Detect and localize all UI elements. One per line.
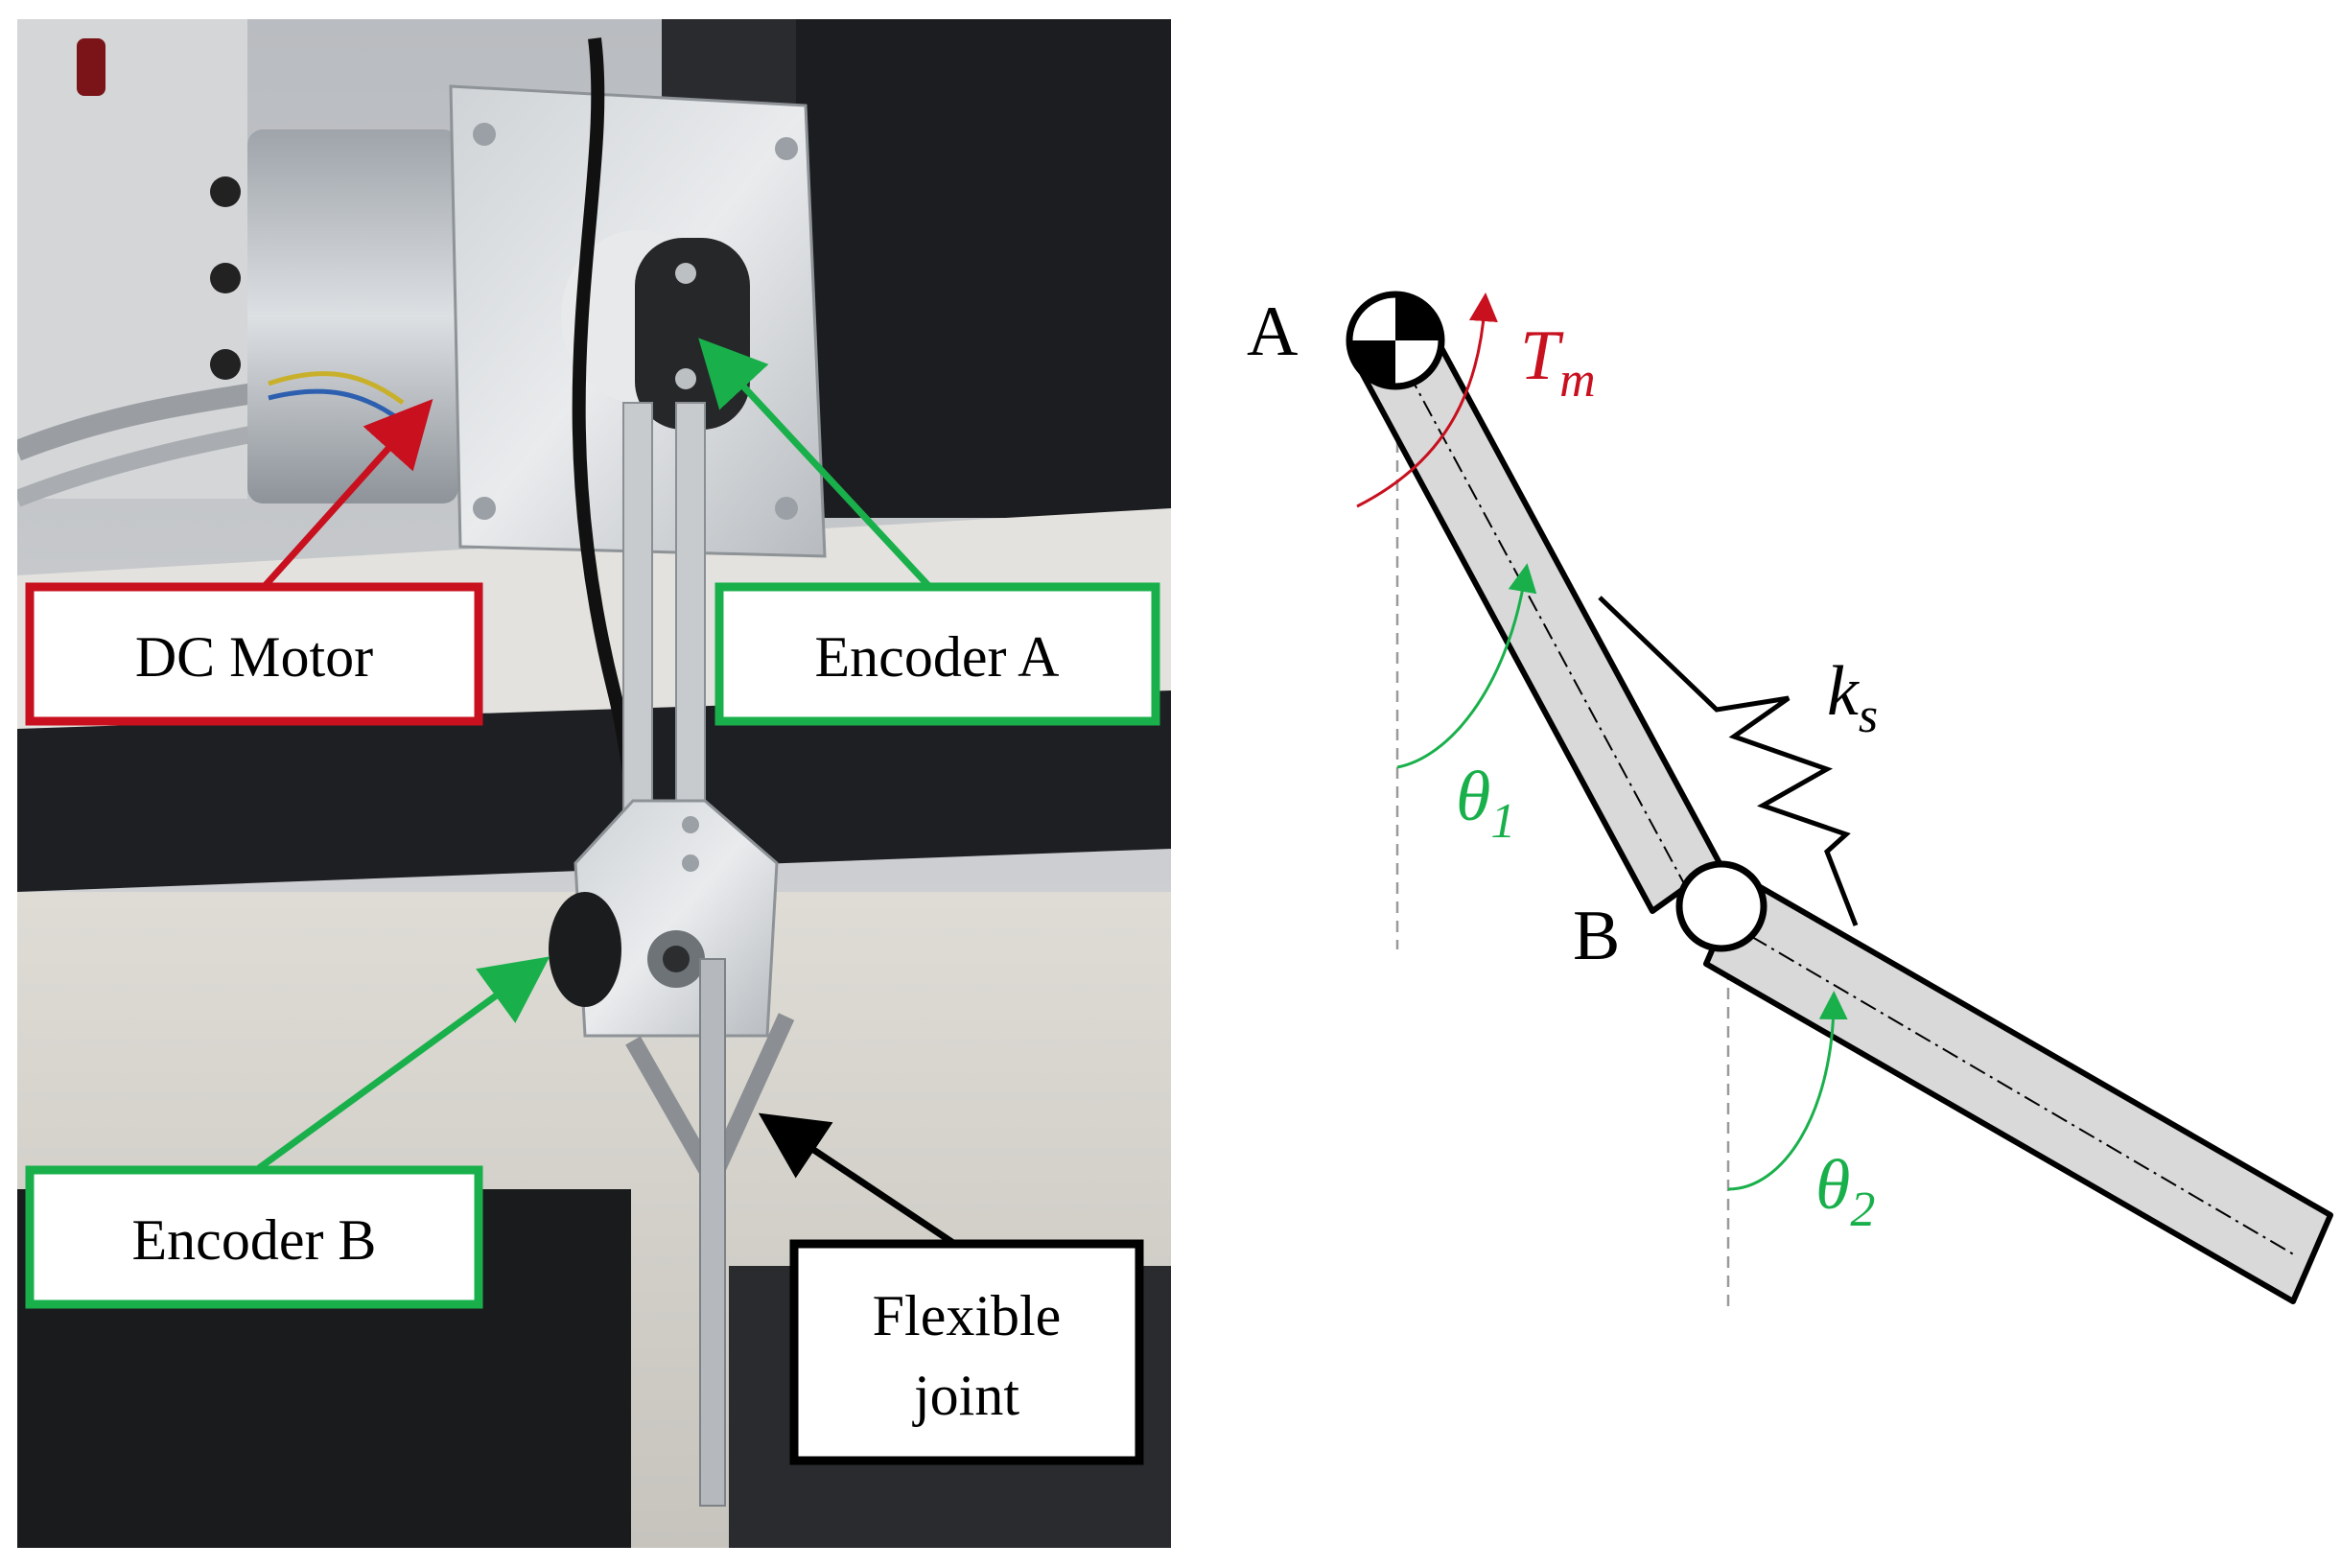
- flexible-joint-arrow: [758, 1112, 961, 1250]
- link-2: [1703, 875, 2333, 1304]
- spring-symbol: k: [1827, 652, 1860, 731]
- encoder-b-callout: Encoder B: [25, 1165, 483, 1309]
- flexible-joint-label-line2: joint: [912, 1364, 1019, 1427]
- flexible-joint-label-line1: Flexible: [873, 1284, 1062, 1347]
- joint-a-pivot-icon: [1346, 291, 1445, 390]
- encoder-b-arrow: [256, 956, 550, 1171]
- spring-subscript: s: [1859, 689, 1878, 743]
- theta1-symbol: θ: [1456, 758, 1490, 836]
- theta2-subscript: 2: [1850, 1182, 1875, 1237]
- torque-label: Tm: [1520, 316, 1596, 408]
- encoder-b-label: Encoder B: [132, 1208, 377, 1272]
- theta1-arc: [1396, 563, 1537, 769]
- dc-motor-label: DC Motor: [135, 625, 373, 689]
- link-2-centerline: [1723, 920, 2298, 1257]
- joint-b: [1675, 860, 1767, 952]
- schematic-diagram: A B Tm ks θ1 θ2: [1247, 291, 2333, 1314]
- spring: [1598, 596, 1859, 926]
- torque-arrow: [1356, 293, 1498, 508]
- spring-label: ks: [1827, 652, 1878, 743]
- point-b-label: B: [1573, 897, 1620, 975]
- encoder-a-callout: Encoder A: [714, 582, 1160, 726]
- point-a-label: A: [1247, 293, 1298, 371]
- torque-symbol: T: [1520, 316, 1564, 395]
- dc-motor-arrow: [254, 398, 433, 597]
- theta2-label: θ2: [1815, 1146, 1875, 1237]
- encoder-a-arrow: [698, 338, 938, 596]
- dc-motor-callout: DC Motor: [25, 582, 483, 726]
- encoder-a-label: Encoder A: [815, 625, 1060, 689]
- theta2-arc: [1727, 991, 1848, 1191]
- torque-subscript: m: [1559, 353, 1596, 408]
- theta2-symbol: θ: [1815, 1146, 1850, 1225]
- flexible-joint-callout: Flexible joint: [789, 1239, 1144, 1465]
- theta1-subscript: 1: [1490, 794, 1515, 849]
- theta1-label: θ1: [1456, 758, 1515, 849]
